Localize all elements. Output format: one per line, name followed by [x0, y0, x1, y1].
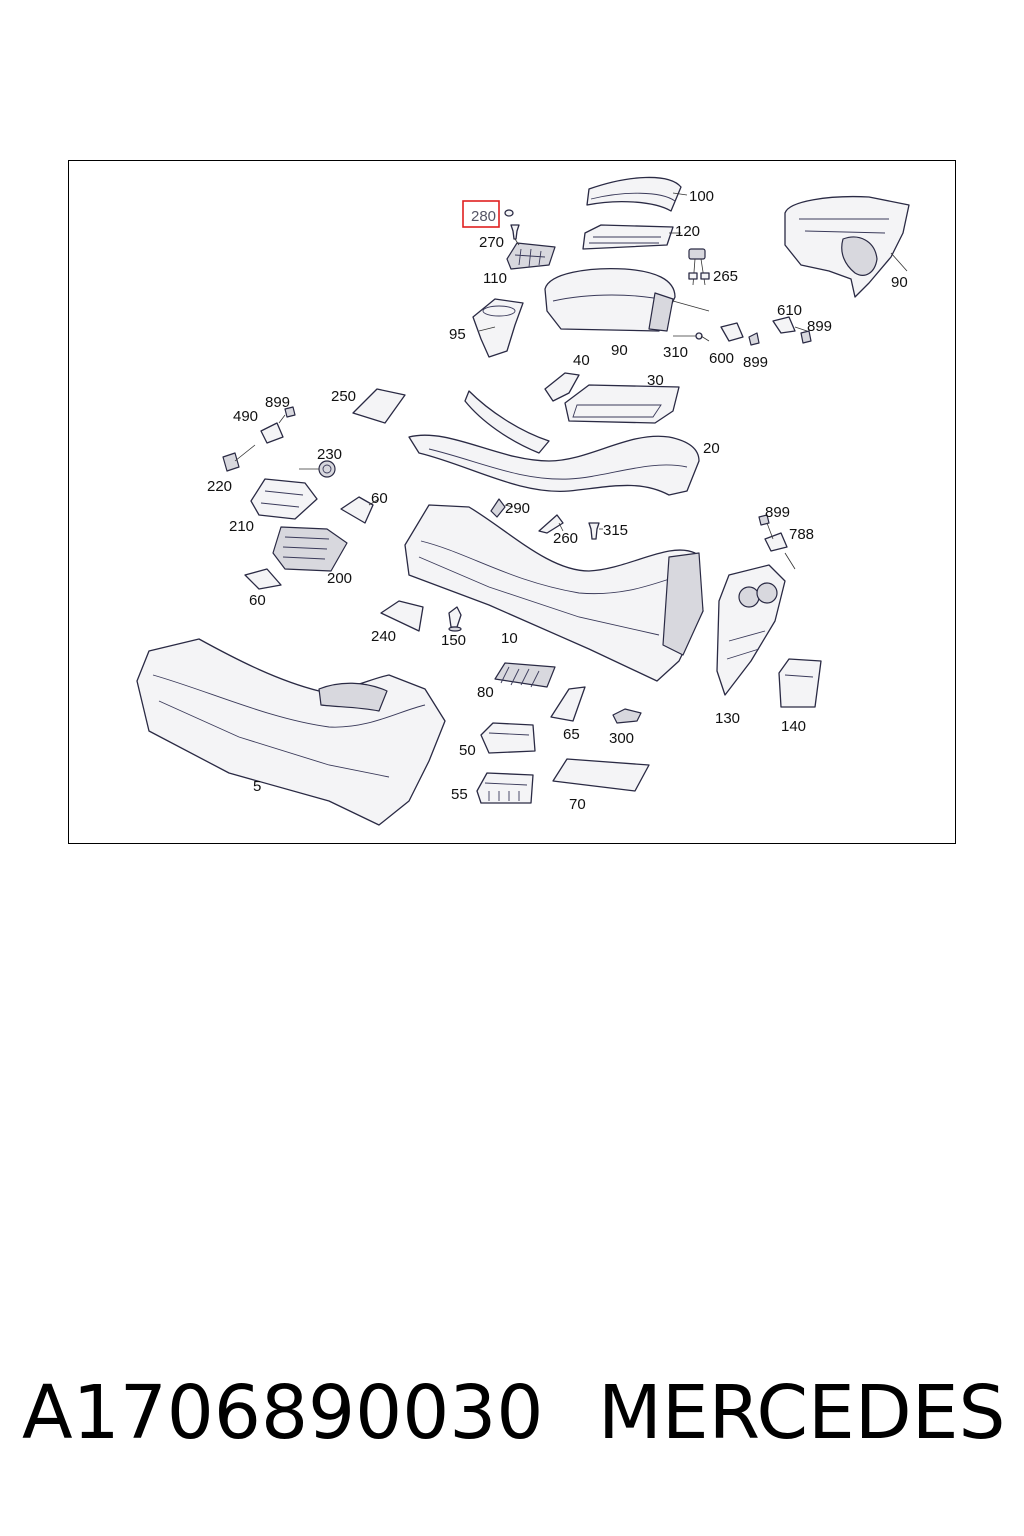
callout-290[interactable]: 290	[505, 500, 530, 517]
callout-110[interactable]: 110	[483, 270, 507, 287]
part-120-tray[interactable]	[582, 224, 674, 250]
part-20-trim-panel[interactable]	[408, 390, 700, 496]
part-140-insert[interactable]	[778, 658, 822, 708]
part-number: A1706890030	[22, 1370, 544, 1456]
callout-610[interactable]: 610	[777, 302, 802, 319]
part-200-vent[interactable]	[272, 526, 348, 572]
part-610-bracket[interactable]	[772, 316, 808, 334]
part-65-panel[interactable]	[550, 686, 586, 722]
part-899-clip-d[interactable]	[758, 514, 770, 526]
callout-55[interactable]: 55	[451, 786, 468, 803]
part-50-bin[interactable]	[480, 722, 536, 754]
part-220-switch[interactable]	[222, 444, 256, 472]
callout-65[interactable]: 65	[563, 726, 580, 743]
callout-490[interactable]: 490	[233, 408, 258, 425]
callout-788[interactable]: 788	[789, 526, 814, 543]
part-70-mat[interactable]	[552, 758, 650, 792]
part-788-bracket[interactable]	[764, 532, 796, 570]
part-30-frame[interactable]	[564, 384, 680, 424]
part-270-screw[interactable]	[510, 224, 520, 240]
callout-10[interactable]: 10	[501, 630, 518, 647]
part-60-cover-lower[interactable]	[244, 568, 282, 590]
part-250-panel[interactable]	[352, 388, 406, 424]
callout-70[interactable]: 70	[569, 796, 586, 813]
callout-899-a[interactable]: 899	[807, 318, 832, 335]
part-10-console-body[interactable]	[404, 504, 704, 682]
part-300-cover[interactable]	[612, 708, 642, 724]
callout-30[interactable]: 30	[647, 372, 664, 389]
part-899-clip-a[interactable]	[800, 330, 812, 344]
part-315-screw[interactable]	[588, 522, 600, 540]
part-899-clip-c[interactable]	[284, 406, 296, 418]
callout-230[interactable]: 230	[317, 446, 342, 463]
part-90-armrest[interactable]	[544, 267, 710, 332]
callout-60-lower[interactable]: 60	[249, 592, 266, 609]
callout-315[interactable]: 315	[603, 522, 628, 539]
callout-210[interactable]: 210	[229, 518, 254, 535]
part-90-rear-compartment[interactable]	[784, 195, 910, 298]
part-265-connector[interactable]	[688, 248, 710, 286]
callout-899-c[interactable]: 899	[265, 394, 290, 411]
callout-140[interactable]: 140	[781, 718, 806, 735]
part-40-bracket[interactable]	[544, 372, 580, 402]
callout-250[interactable]: 250	[331, 388, 356, 405]
exploded-parts-diagram: 100 280 270 120 110 265 90 95 90 310 610…	[68, 160, 956, 844]
callout-80[interactable]: 80	[477, 684, 494, 701]
callout-90-armrest[interactable]: 90	[611, 342, 628, 359]
part-5-lower-console[interactable]	[136, 638, 446, 826]
callout-300[interactable]: 300	[609, 730, 634, 747]
part-600-bracket[interactable]	[720, 322, 744, 342]
part-210-control-unit[interactable]	[250, 478, 318, 520]
callout-95[interactable]: 95	[449, 326, 466, 343]
callout-899-d[interactable]: 899	[765, 504, 790, 521]
part-230-knob[interactable]	[318, 460, 336, 478]
part-80-grille[interactable]	[494, 662, 556, 688]
part-310-screw[interactable]	[673, 332, 703, 340]
callout-50[interactable]: 50	[459, 742, 476, 759]
callout-130[interactable]: 130	[715, 710, 740, 727]
callout-200[interactable]: 200	[327, 570, 352, 587]
callout-265[interactable]: 265	[713, 268, 738, 285]
part-55-bin[interactable]	[476, 772, 534, 804]
callout-150[interactable]: 150	[441, 632, 466, 649]
callout-220[interactable]: 220	[207, 478, 232, 495]
part-95-cupholder[interactable]	[472, 298, 524, 358]
part-260-bracket[interactable]	[538, 514, 564, 534]
brand-name: MERCEDES	[598, 1370, 1006, 1456]
callout-260[interactable]: 260	[553, 530, 578, 547]
part-490-bracket[interactable]	[260, 422, 284, 444]
callout-40[interactable]: 40	[573, 352, 590, 369]
callout-120[interactable]: 120	[675, 223, 700, 240]
part-130-rear-vent[interactable]	[716, 564, 786, 696]
part-290-clip[interactable]	[490, 498, 506, 518]
callout-280[interactable]: 280	[471, 208, 496, 225]
callout-310[interactable]: 310	[663, 344, 688, 361]
callout-600[interactable]: 600	[709, 350, 734, 367]
callout-20[interactable]: 20	[703, 440, 720, 457]
callout-270[interactable]: 270	[479, 234, 504, 251]
part-240-mat[interactable]	[380, 600, 424, 632]
part-110-hinge[interactable]	[506, 242, 556, 270]
part-150-clip[interactable]	[448, 606, 462, 632]
part-899-clip-b[interactable]	[748, 332, 760, 346]
callout-60-upper[interactable]: 60	[371, 490, 388, 507]
part-60-cover-upper[interactable]	[340, 496, 374, 524]
footer-caption: A1706890030 MERCEDES	[0, 1370, 1024, 1480]
callout-280-highlight	[462, 200, 500, 228]
callout-100[interactable]: 100	[689, 188, 714, 205]
part-100-armrest-cover[interactable]	[586, 176, 682, 212]
callout-90-rear[interactable]: 90	[891, 274, 908, 291]
callout-240[interactable]: 240	[371, 628, 396, 645]
callout-5[interactable]: 5	[253, 778, 261, 795]
part-280-clip[interactable]	[504, 209, 514, 217]
callout-899-b[interactable]: 899	[743, 354, 768, 371]
